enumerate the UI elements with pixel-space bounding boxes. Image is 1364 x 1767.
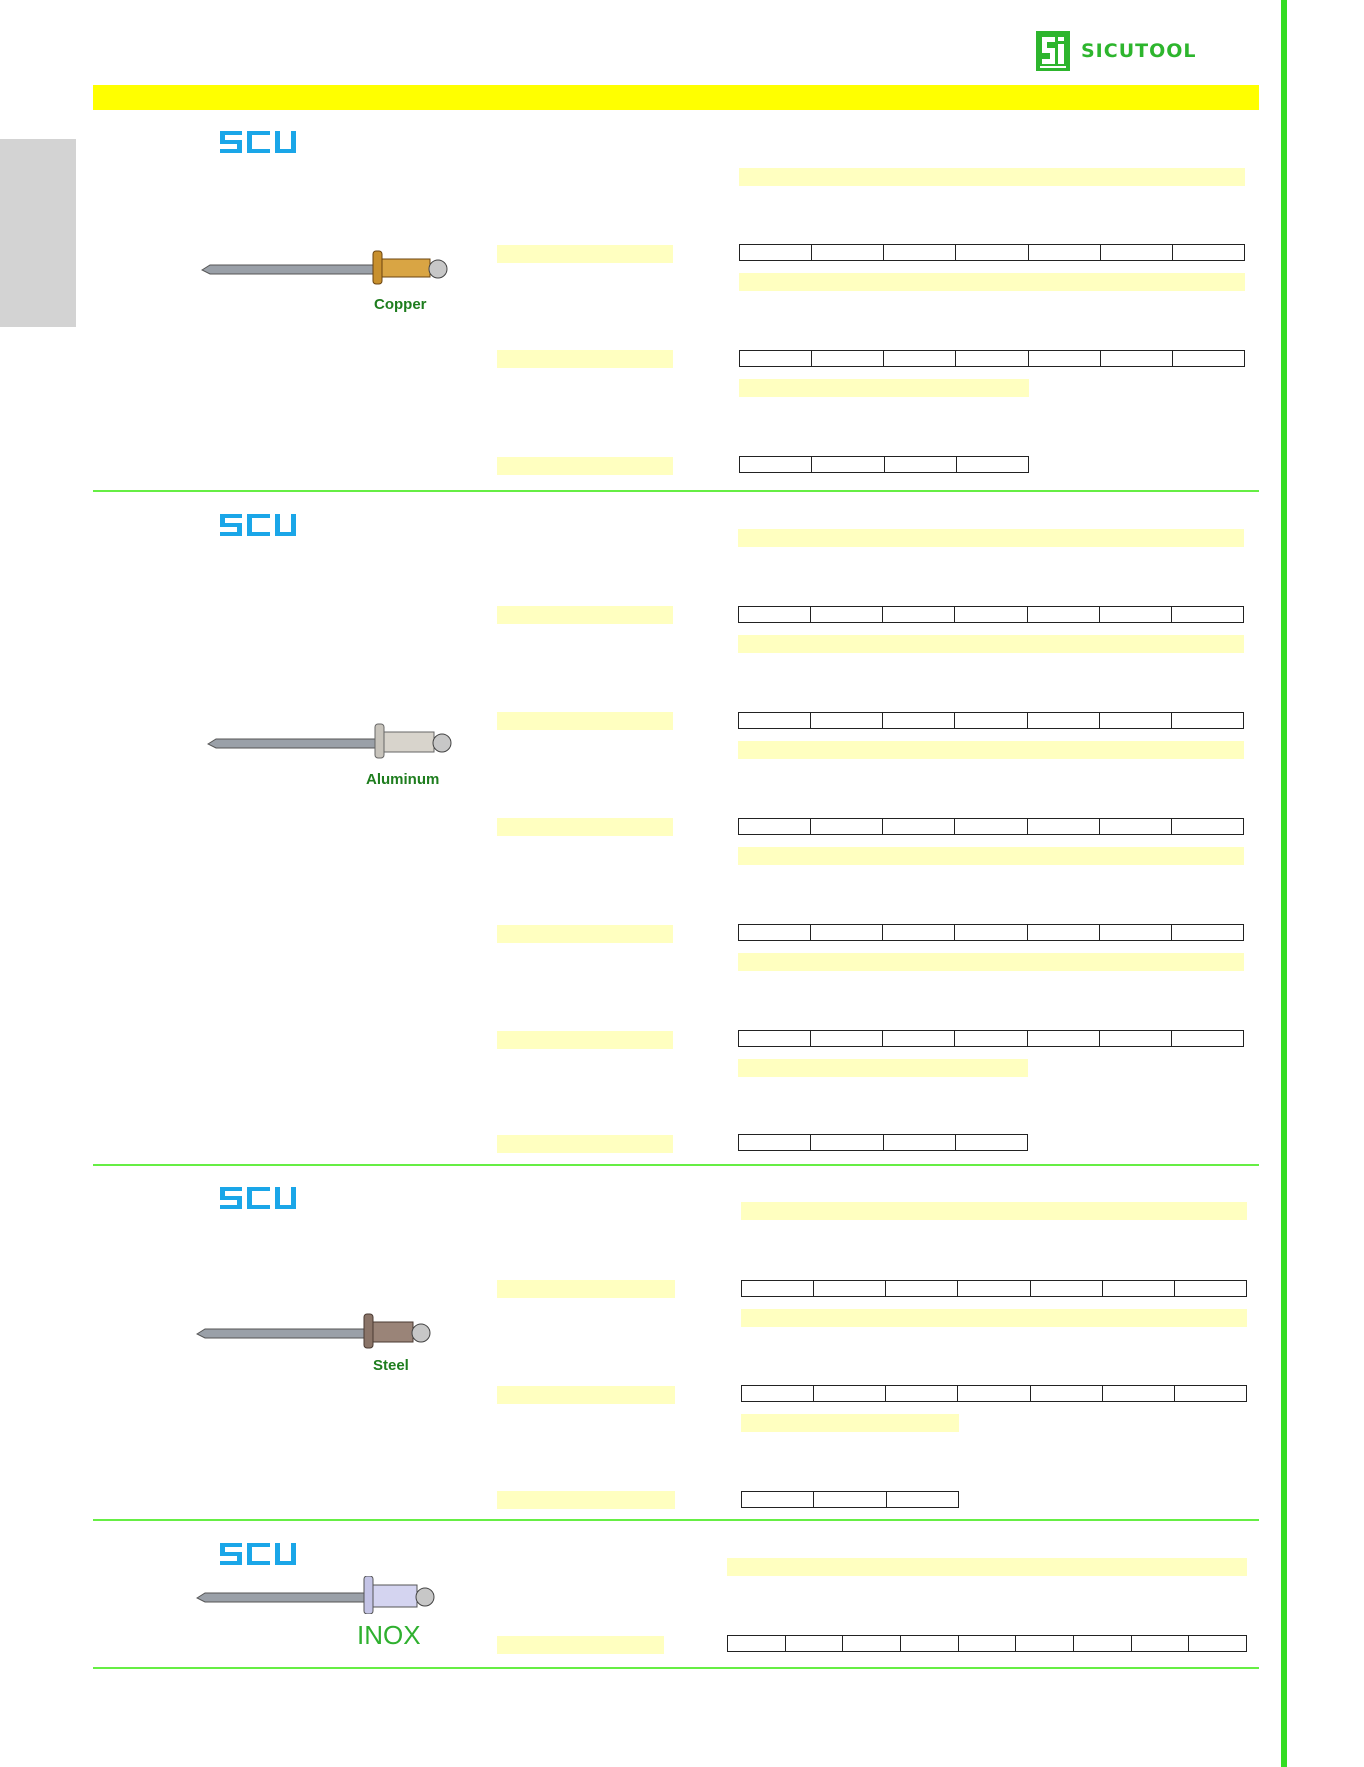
spec-grid (738, 1030, 1244, 1047)
aluminum-rivet-image (206, 723, 452, 759)
inox-rivet-image (195, 1576, 435, 1614)
material-label-copper: Copper (374, 296, 427, 313)
spec-grid (738, 712, 1244, 729)
spec-label (497, 818, 673, 836)
spec-grid (739, 350, 1245, 367)
scu-brand-mark (220, 514, 296, 536)
scu-brand-mark (220, 1187, 296, 1209)
spec-label (497, 1135, 673, 1153)
side-tab (0, 139, 76, 327)
spec-band (739, 168, 1245, 186)
spec-label (497, 606, 673, 624)
sicutool-logo: SICUTOOL (1035, 28, 1225, 74)
material-label-inox: INOX (357, 1620, 421, 1650)
scu-brand-mark (220, 1543, 296, 1565)
spec-grid (741, 1491, 959, 1508)
spec-band (738, 741, 1244, 759)
scu-brand-mark (220, 131, 296, 153)
spec-band (739, 273, 1245, 291)
section-divider (93, 1519, 1259, 1521)
spec-grid (741, 1385, 1247, 1402)
spec-band (738, 953, 1244, 971)
logo-text: SICUTOOL (1081, 40, 1197, 62)
spec-grid (739, 456, 1029, 473)
material-label-steel: Steel (373, 1357, 409, 1374)
steel-rivet-image (195, 1313, 431, 1349)
section-divider (93, 490, 1259, 492)
spec-label (497, 350, 673, 368)
section-divider (93, 1164, 1259, 1166)
spec-grid (727, 1635, 1247, 1652)
spec-label (497, 1636, 664, 1654)
spec-grid (738, 924, 1244, 941)
spec-band (739, 379, 1029, 397)
spec-grid (741, 1280, 1247, 1297)
spec-band (738, 847, 1244, 865)
material-label-aluminum: Aluminum (366, 771, 440, 788)
spec-band (741, 1202, 1247, 1220)
spec-band (738, 1059, 1028, 1077)
spec-label (497, 1280, 675, 1298)
copper-rivet-image (200, 250, 448, 285)
spec-label (497, 457, 673, 475)
section-divider (93, 1667, 1259, 1669)
spec-label (497, 1031, 673, 1049)
spec-label (497, 1491, 675, 1509)
spec-band (738, 635, 1244, 653)
spec-grid (738, 606, 1244, 623)
spec-band (738, 529, 1244, 547)
spec-band (741, 1414, 959, 1432)
header-band (93, 85, 1259, 110)
spec-label (497, 712, 673, 730)
spec-label (497, 925, 673, 943)
spec-label (497, 1386, 675, 1404)
spec-band (727, 1558, 1247, 1576)
right-edge-bar (1281, 0, 1287, 1767)
sicutool-logo-icon (1036, 31, 1070, 71)
spec-band (741, 1309, 1247, 1327)
spec-label (497, 245, 673, 263)
spec-grid (739, 244, 1245, 261)
spec-grid (738, 818, 1244, 835)
spec-grid (738, 1134, 1028, 1151)
